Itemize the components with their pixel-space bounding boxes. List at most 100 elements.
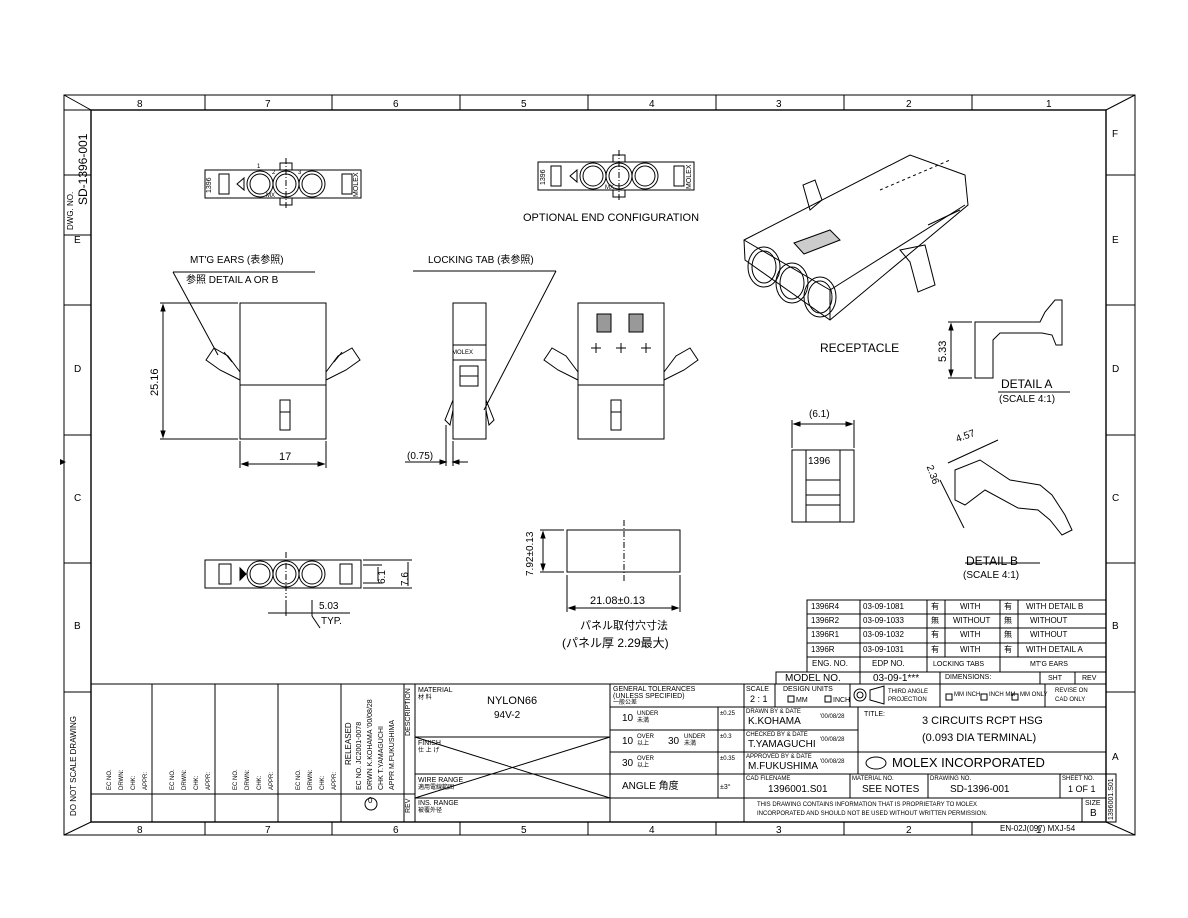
scale-label: SCALE <box>746 686 769 693</box>
third-angle-label: THIRD ANGLE <box>888 689 929 695</box>
tol-row-2-tol: ±0.35 <box>720 756 735 762</box>
model-no-label: MODEL NO. <box>785 673 841 684</box>
release-ec: EC NO. JC2001-0078 <box>356 721 363 790</box>
ec-label-2: EC NO. <box>170 769 176 790</box>
model-row-3-edp: 03-09-1031 <box>863 645 904 654</box>
zone-col-2-top: 2 <box>906 99 912 110</box>
detail-a-or-b-label: 参照 DETAIL A OR B <box>186 275 279 286</box>
proprietary-line-2: INCORPORATED AND SHOULD NOT BE USED WITH… <box>757 811 988 817</box>
pin-label-2: 2 <box>272 170 276 176</box>
tol-row-1-n2: 30 <box>668 736 680 747</box>
rev-label-top: REV <box>1082 675 1097 682</box>
dim-6-1: 6.1 <box>377 570 388 584</box>
do-not-scale-note: DO NOT SCALE DRAWING <box>69 715 78 816</box>
zone-col-7-bottom: 7 <box>265 825 271 836</box>
design-units-mm: MM <box>796 697 808 704</box>
detail-b-view <box>939 439 1073 564</box>
release-chk: CHK T.YAMAGUCHI <box>378 726 385 790</box>
model-header-lock: LOCKING TABS <box>933 661 985 668</box>
appr-label-2: APPR: <box>206 771 212 790</box>
checked-by-label: CHECKED BY & DATE <box>746 732 808 738</box>
optional-end-config-label: OPTIONAL END CONFIGURATION <box>523 212 700 224</box>
drwn-label-1: DRWN: <box>119 769 125 790</box>
zone-col-3-bottom: 3 <box>776 825 782 836</box>
zone-row-c-right: C <box>1112 493 1120 504</box>
right-molex-mark: MOLEX <box>353 172 360 197</box>
material-label-jp: 材 料 <box>418 695 432 701</box>
mark-1396: 1396 <box>808 456 831 467</box>
dim-6-1-paren: (6.1) <box>809 409 830 420</box>
model-row-3-lock: WITH <box>960 645 981 654</box>
scale-value: 2 : 1 <box>750 694 768 704</box>
drwn-label-4: DRWN: <box>308 769 314 790</box>
cad-only-label: CAD ONLY <box>1055 697 1086 703</box>
material-value-2: 94V-2 <box>494 710 521 721</box>
model-row-0-eng: 1396R4 <box>811 602 840 611</box>
model-row-1-ears: WITHOUT <box>1030 616 1068 625</box>
approved-by-value: M.FUKUSHIMA <box>748 761 818 772</box>
model-row-3-ears: WITH DETAIL A <box>1026 645 1083 654</box>
side-file-label: 1396001.S01 <box>1108 778 1115 820</box>
model-row-2-lock: WITH <box>960 630 981 639</box>
description-label: DESCRIPTION <box>405 688 412 736</box>
material-label: MATERIAL <box>418 687 453 694</box>
model-row-0-ears: WITH DETAIL B <box>1026 602 1084 611</box>
model-row-0-ears-jp: 有 <box>1004 602 1012 611</box>
tol-row-1-c: UNDER <box>684 734 706 740</box>
rev-symbol: 0 <box>368 796 373 805</box>
model-header-edp: EDP NO. <box>872 659 905 668</box>
title-label: TITLE: <box>864 711 886 718</box>
side-molex-mark: MOLEX <box>452 350 474 356</box>
inch-mm-option: INCH MM <box>989 692 1016 698</box>
zone-col-3-top: 3 <box>776 99 782 110</box>
panel-cutout-view <box>540 520 681 612</box>
ec-label-1: EC NO. <box>107 769 113 790</box>
model-row-2-eng: 1396R1 <box>811 630 840 639</box>
zone-ticks <box>64 95 1135 835</box>
detail-b-label: DETAIL B <box>966 554 1019 568</box>
pin-label-3: 3 <box>298 170 302 176</box>
appr-label-3: APPR: <box>269 771 275 790</box>
zone-col-5-top: 5 <box>521 99 527 110</box>
rear-view <box>543 302 699 440</box>
release-drwn: DRWN K.KOHAMA '00/08/28 <box>367 699 374 790</box>
form-number: EN-02J(097) MXJ-54 <box>1000 824 1076 833</box>
ec-label-3: EC NO. <box>233 769 239 790</box>
model-header-eng: ENG. NO. <box>812 659 849 668</box>
zone-col-6-top: 6 <box>393 99 399 110</box>
model-row-1-ears-jp: 無 <box>1004 616 1012 625</box>
model-row-2-lock-jp: 有 <box>931 630 939 639</box>
rev-label: REV <box>405 798 412 813</box>
released-label: RELEASED <box>344 722 353 765</box>
detail-a-scale: (SCALE 4:1) <box>999 394 1056 405</box>
model-no-value: 03-09-1*** <box>873 673 920 684</box>
model-row-1-lock-jp: 無 <box>931 616 939 625</box>
tol-row-0-a: UNDER <box>637 711 659 717</box>
zone-row-c-left: C <box>74 493 82 504</box>
model-row-2-ears-jp: 無 <box>1004 630 1012 639</box>
zone-row-e-right: E <box>1112 235 1119 246</box>
locking-tab-label: LOCKING TAB (表参照) <box>428 255 534 266</box>
left-part-mark: 1396 <box>206 177 213 193</box>
model-header-ears: MT'G EARS <box>1030 661 1068 668</box>
zone-col-2-bottom: 2 <box>906 825 912 836</box>
dim-7-92: 7.92±0.13 <box>525 531 536 576</box>
sht-label: SHT <box>1048 675 1062 682</box>
material-no-value: SEE NOTES <box>862 784 920 795</box>
model-row-3-lock-jp: 有 <box>931 645 939 654</box>
appr-label-1: APPR: <box>143 771 149 790</box>
drawing-no-value: SD-1396-001 <box>950 784 1010 795</box>
zone-col-7-top: 7 <box>265 99 271 110</box>
zone-col-6-bottom: 6 <box>393 825 399 836</box>
wire-range-label-jp: 適用電線範囲 <box>418 785 455 791</box>
mtg-ears-label: MT'G EARS (表参照) <box>190 255 284 266</box>
cad-filename-label: CAD FILENAME <box>746 776 791 782</box>
tol-row-1-d: 未満 <box>684 741 697 747</box>
zone-col-4-top: 4 <box>649 99 655 110</box>
approved-date: '00/08/28 <box>820 759 845 765</box>
detail-a-label: DETAIL A <box>1001 377 1053 391</box>
zone-col-5-bottom: 5 <box>521 825 527 836</box>
tol-row-1-n: 10 <box>622 736 634 747</box>
detail-b-scale: (SCALE 4:1) <box>963 570 1020 581</box>
zone-row-f-right: F <box>1112 129 1119 140</box>
